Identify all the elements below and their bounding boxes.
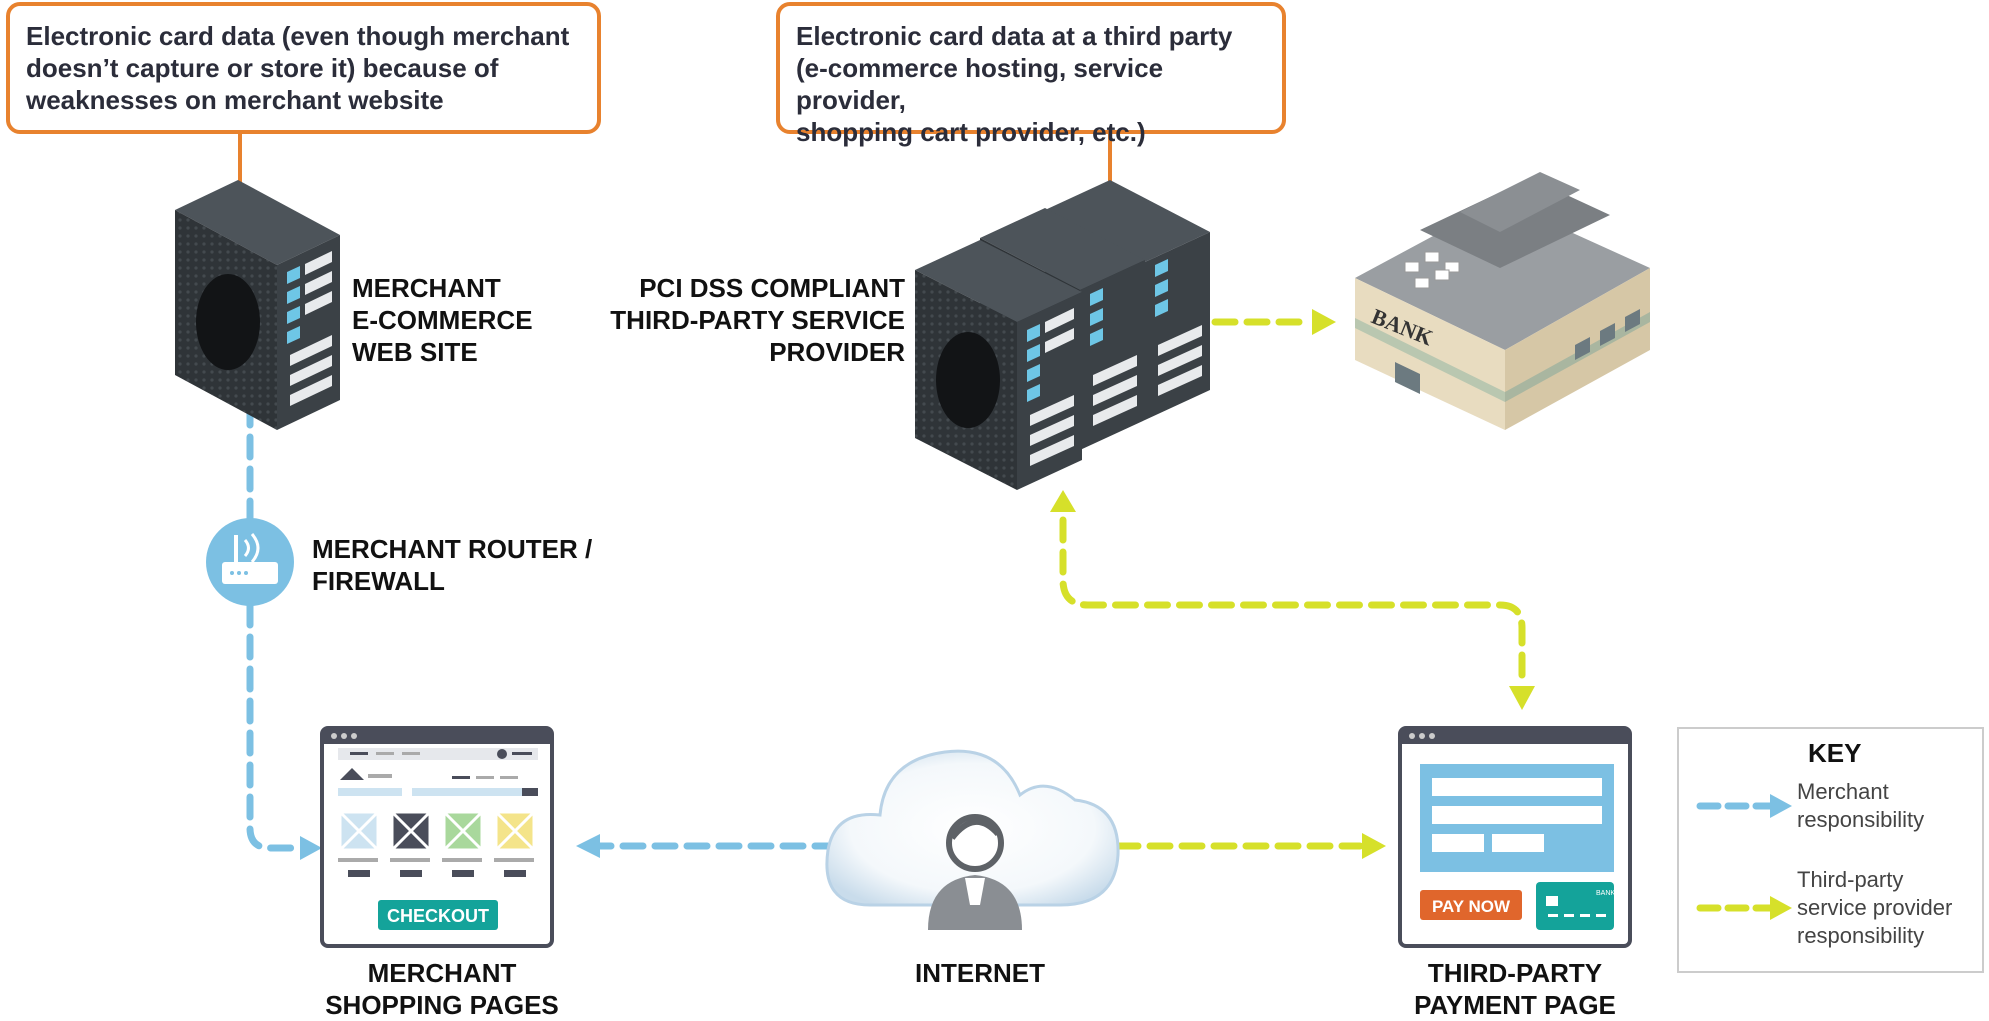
key-third-party-text: Third-party service provider responsibil… bbox=[1797, 867, 1953, 948]
internet-label: INTERNET bbox=[915, 958, 1045, 988]
provider-callout-line-2: (e-commerce hosting, service provider, bbox=[796, 53, 1164, 115]
shopping-page-window: CHECKOUT bbox=[320, 726, 554, 948]
provider-callout-line-1: Electronic card data at a third party bbox=[796, 21, 1233, 51]
merchant-callout-line-2: doesn’t capture or store it) because of bbox=[26, 53, 499, 83]
merchant-server-icon bbox=[175, 180, 340, 430]
provider-label: PCI DSS COMPLIANT THIRD-PARTY SERVICE PR… bbox=[610, 273, 905, 367]
checkout-label: CHECKOUT bbox=[387, 906, 489, 926]
key-merchant-text: Merchant responsibility bbox=[1797, 779, 1925, 832]
merchant-arrowhead-shopping bbox=[300, 836, 322, 860]
router-icon bbox=[206, 518, 294, 606]
third-party-connectors bbox=[1059, 318, 1526, 850]
merchant-callout: Electronic card data (even though mercha… bbox=[6, 2, 601, 134]
merchant-callout-line-1: Electronic card data (even though mercha… bbox=[26, 21, 570, 51]
merchant-callout-line-3: weaknesses on merchant website bbox=[26, 85, 444, 115]
key-third-party-arrowhead bbox=[1770, 896, 1792, 920]
payment-page-label: THIRD-PARTY PAYMENT PAGE bbox=[1414, 958, 1616, 1020]
shopping-pages-label: MERCHANT SHOPPING PAGES bbox=[325, 958, 559, 1020]
router-label: MERCHANT ROUTER / FIREWALL bbox=[312, 534, 593, 596]
tp-arrowhead-payment-left bbox=[1362, 833, 1386, 859]
provider-servers-icon bbox=[915, 180, 1210, 490]
tp-arrowhead-provider bbox=[1050, 490, 1076, 512]
merchant-arrowhead-internet bbox=[576, 834, 600, 858]
tp-arrowhead-bank bbox=[1312, 309, 1336, 335]
checkout-button bbox=[378, 900, 498, 930]
internet-cloud-icon bbox=[825, 749, 1120, 930]
pay-now-button bbox=[1420, 890, 1522, 920]
payment-page-window: PAY NOW BANK bbox=[1398, 726, 1632, 948]
pay-now-label: PAY NOW bbox=[1432, 897, 1511, 916]
line-router-to-shopping bbox=[246, 601, 304, 852]
line-provider-to-payment bbox=[1059, 516, 1526, 686]
card-bank-label: BANK bbox=[1596, 890, 1615, 897]
user-icon bbox=[928, 814, 1022, 930]
bank-building-icon: BANK bbox=[1355, 172, 1650, 430]
merchant-connectors bbox=[246, 401, 839, 852]
provider-callout: Electronic card data at a third party (e… bbox=[776, 2, 1286, 147]
provider-callout-line-3: shopping cart provider, etc.) bbox=[796, 117, 1146, 147]
tp-arrowhead-payment bbox=[1509, 686, 1535, 710]
key-merchant-arrowhead bbox=[1770, 794, 1792, 818]
merchant-site-label: MERCHANT E-COMMERCE WEB SITE bbox=[352, 273, 533, 367]
key-box bbox=[1677, 727, 1984, 973]
key-title: KEY bbox=[1808, 738, 1862, 768]
credit-card-icon: BANK bbox=[1536, 882, 1615, 930]
